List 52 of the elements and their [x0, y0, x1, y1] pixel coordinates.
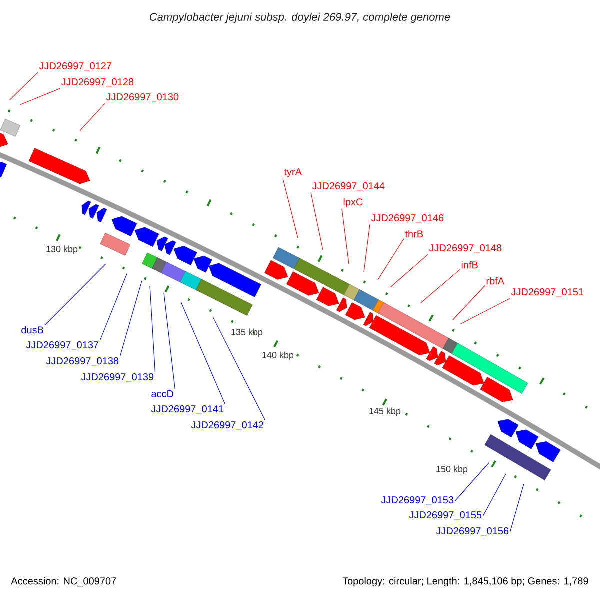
- gene-label: JJD26997_0144: [312, 182, 385, 192]
- scale-label: 150 kbp: [436, 466, 468, 474]
- leader-line: [100, 274, 128, 341]
- gene-label: JJD26997_0151: [511, 288, 584, 298]
- scale-label: 145 kbp: [370, 408, 401, 416]
- scale-label: 140 kbp: [262, 352, 294, 360]
- gene-label: JJD26997_0146: [371, 214, 444, 224]
- leader-line: [310, 192, 324, 250]
- gene-label: lpxC: [344, 198, 363, 208]
- leader-line: [80, 103, 106, 132]
- gene-label: rbfA: [486, 277, 505, 285]
- gene-label: infB: [462, 261, 478, 269]
- title: Campylobacter jejuni subsp. doylei 269.97, complete genome: [150, 12, 450, 24]
- gene-label: JJD26997_0155: [409, 512, 482, 520]
- leader-line: [120, 280, 142, 357]
- leader-line: [164, 292, 176, 390]
- gene-label: JJD26997_0127: [39, 62, 112, 72]
- leader-line: [510, 484, 524, 532]
- leader-line: [150, 286, 156, 373]
- leader-line: [420, 270, 460, 304]
- leader-line: [212, 316, 266, 421]
- gene-label: JJD26997_0153: [381, 496, 454, 506]
- gene-label: JJD26997_0141: [151, 406, 224, 414]
- gene-label: thrB: [405, 230, 424, 238]
- leader-line: [452, 286, 486, 320]
- leader-line: [44, 264, 106, 326]
- leader-line: [454, 462, 490, 502]
- gene-label: JJD26997_0139: [81, 374, 154, 382]
- gene-label: JJD26997_0130: [106, 94, 179, 102]
- leader-line: [364, 224, 370, 272]
- gene-label: JJD26997_0138: [46, 358, 119, 366]
- scale-label: 130 kbp: [46, 246, 78, 254]
- gene-label: dusB: [22, 326, 44, 334]
- gene-label: JJD26997_0156: [436, 528, 509, 536]
- leader-line: [10, 72, 38, 100]
- gene-label: accD: [152, 390, 174, 398]
- leader-line: [482, 474, 506, 516]
- footer-text: Accession: NC_009707: [11, 577, 116, 587]
- leader-line: [460, 298, 510, 324]
- leader-line: [342, 208, 350, 264]
- gene-label: JJD26997_0137: [26, 342, 99, 350]
- gene-label: JJD26997_0148: [429, 244, 502, 254]
- gene-label: JJD26997_0128: [61, 78, 134, 88]
- leader-line: [282, 178, 298, 238]
- scale-label: 135 kbp: [232, 328, 263, 338]
- leader-line: [180, 302, 226, 405]
- leader-line: [378, 238, 404, 280]
- leader-line: [20, 88, 60, 106]
- leader-line: [390, 254, 428, 288]
- gene-label: tyrA: [284, 168, 302, 178]
- gene-label: JJD26997_0142: [191, 422, 264, 430]
- footer-text: Topology: circular; Length: 1,845,106 bp; Genes: 1,789: [342, 577, 588, 587]
